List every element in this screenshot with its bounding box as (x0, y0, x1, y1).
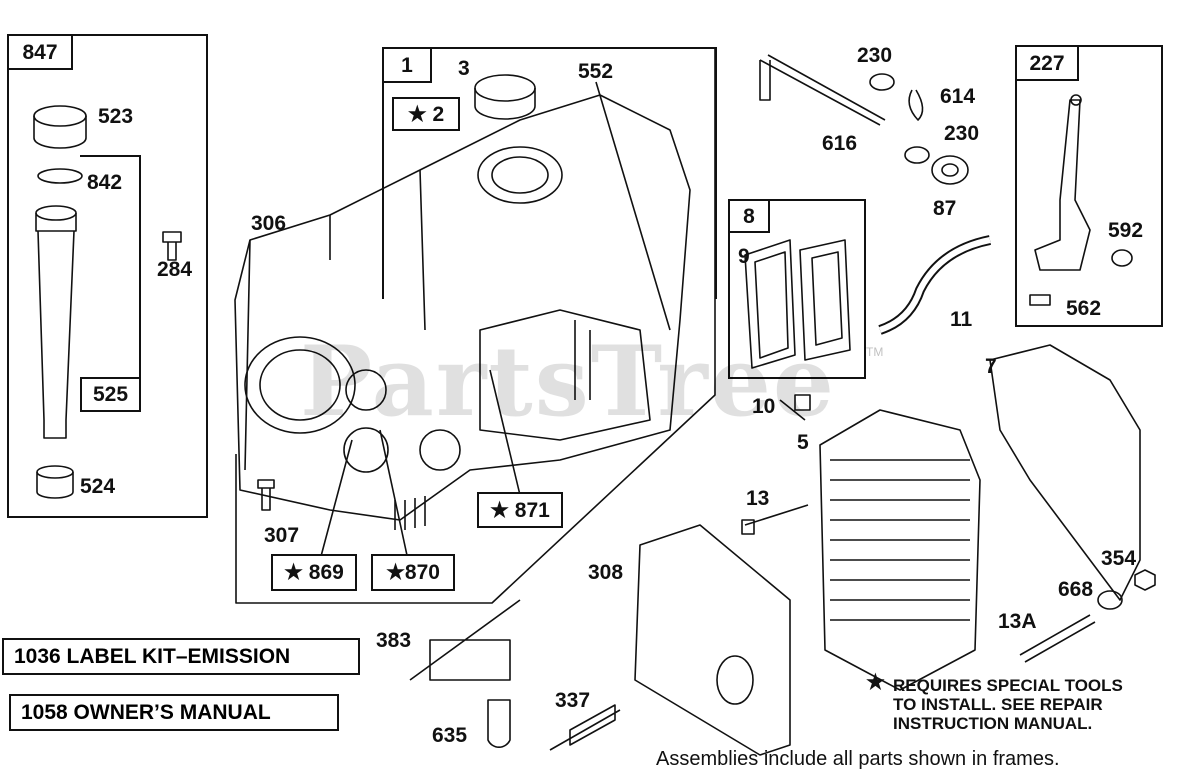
part-635-label: 635 (432, 724, 468, 747)
part-13A-label: 13A (998, 610, 1037, 633)
governor-lever-drawing (1029, 94, 1133, 306)
frame-227 (1015, 45, 1163, 327)
special-tools-note-line3: INSTRUCTION MANUAL. (893, 714, 1093, 733)
special-tools-note-line1: REQUIRES SPECIAL TOOLS (893, 676, 1123, 695)
part-616-label: 616 (822, 132, 858, 155)
frame-847 (7, 34, 208, 518)
part-592-label: 592 (1108, 219, 1144, 242)
special-tools-note-line2: TO INSTALL. SEE REPAIR (893, 695, 1103, 714)
part-10-label: 10 (752, 395, 776, 418)
part-524-label: 524 (80, 475, 116, 498)
part-869-starred: ★ 869 (271, 554, 357, 591)
spark-plug-drawing (549, 704, 621, 751)
plug-boot-drawing (487, 699, 511, 748)
part-5-label: 5 (797, 431, 809, 454)
stud-13A-drawing (1019, 614, 1096, 663)
frame-label-525: 525 (80, 377, 141, 412)
assemblies-footnote: Assemblies include all parts shown in fr… (656, 748, 1060, 770)
part-871-starred: ★ 871 (477, 492, 563, 528)
cylinder-shield-drawing (634, 524, 791, 756)
part-87-label: 87 (933, 197, 957, 220)
watermark: PartsTree (300, 325, 836, 438)
frame-label-1: 1 (382, 47, 432, 83)
part-308-label: 308 (588, 561, 624, 584)
cylinder-block-drawing (234, 94, 691, 530)
part-354-label: 354 (1101, 547, 1137, 570)
cylinder-head-drawing (819, 409, 981, 691)
part-9-label: 9 (738, 245, 750, 268)
breather-gasket-drawing (744, 239, 851, 369)
part-842-label: 842 (87, 171, 123, 194)
part-306-label: 306 (251, 212, 287, 235)
bolt-10-drawing (779, 394, 811, 421)
part-230-label-bottom: 230 (944, 122, 980, 145)
label-kit-emission: 1036 LABEL KIT–EMISSION (2, 638, 360, 675)
part-552-label: 552 (578, 60, 614, 83)
screw-284-drawing (162, 231, 182, 261)
frame-label-227: 227 (1015, 45, 1079, 81)
part-2-starred: ★ 2 (392, 97, 460, 131)
head-gasket-drawing (989, 344, 1141, 601)
screw-307-drawing (257, 479, 275, 511)
part-562-label: 562 (1066, 297, 1102, 320)
owners-manual: 1058 OWNER’S MANUAL (9, 694, 339, 731)
watermark-trademark: TM (866, 345, 884, 359)
dipstick-tube-drawing (33, 105, 87, 499)
part-230-label-top: 230 (857, 44, 893, 67)
part-614-label: 614 (940, 85, 976, 108)
frame-label-847: 847 (7, 34, 73, 70)
part-3-label: 3 (458, 57, 470, 80)
part-13-label: 13 (746, 487, 770, 510)
bolt-13-drawing (741, 504, 809, 535)
governor-shaft-drawing (759, 54, 969, 185)
frame-1 (382, 47, 717, 299)
part-870-starred: ★870 (371, 554, 455, 591)
part-337-label: 337 (555, 689, 591, 712)
part-383-label: 383 (376, 629, 412, 652)
frame-8 (728, 199, 866, 379)
part-7-label: 7 (985, 355, 997, 378)
frame-label-8: 8 (728, 199, 770, 233)
washer-668-drawing (1097, 590, 1123, 610)
part-668-label: 668 (1058, 578, 1094, 601)
part-284-label: 284 (157, 258, 193, 281)
special-tools-star-icon: ★ (866, 671, 885, 694)
nut-354-drawing (1134, 569, 1156, 591)
part-523-label: 523 (98, 105, 134, 128)
breather-tube-drawing (878, 235, 992, 335)
part-307-label: 307 (264, 524, 300, 547)
primer-383-drawing (409, 599, 521, 681)
part-11-label: 11 (950, 308, 973, 331)
